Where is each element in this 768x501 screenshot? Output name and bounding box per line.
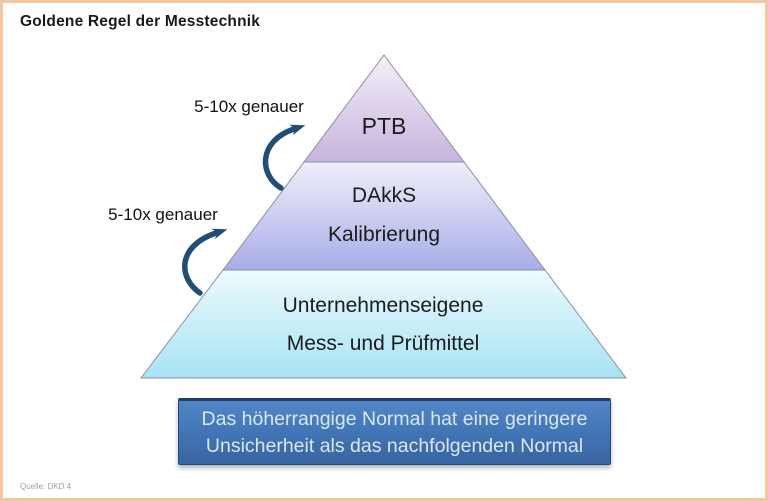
arrow-label-upper: 5-10x genauer <box>194 97 304 116</box>
level-label-dakks: DAkkS <box>351 184 417 207</box>
level-label-kalibrierung: Kalibrierung <box>327 223 441 246</box>
arrow-label-lower: 5-10x genauer <box>108 205 218 224</box>
callout-line-1: Das höherrangige Normal hat eine geringe… <box>201 407 588 430</box>
level-label-ptb: PTB <box>361 113 407 139</box>
golden-rule-callout: Das höherrangige Normal hat eine geringe… <box>178 398 611 465</box>
callout-line-2: Unsicherheit als das nachfolgenden Norma… <box>205 434 584 457</box>
level-label-mess-und-pruefmittel: Mess- und Prüfmittel <box>286 332 480 355</box>
source-note: Quelle: DKD 4 <box>20 482 72 491</box>
level-label-unternehmenseigene: Unternehmenseigene <box>282 294 484 317</box>
curved-arrow-lower-icon <box>182 228 228 296</box>
curved-arrow-upper-icon <box>262 124 306 191</box>
pyramid-level-ptb <box>303 54 465 163</box>
pyramid-level-company <box>139 269 627 379</box>
pyramid-diagram <box>139 54 627 379</box>
page-title: Goldene Regel der Messtechnik <box>20 13 261 30</box>
